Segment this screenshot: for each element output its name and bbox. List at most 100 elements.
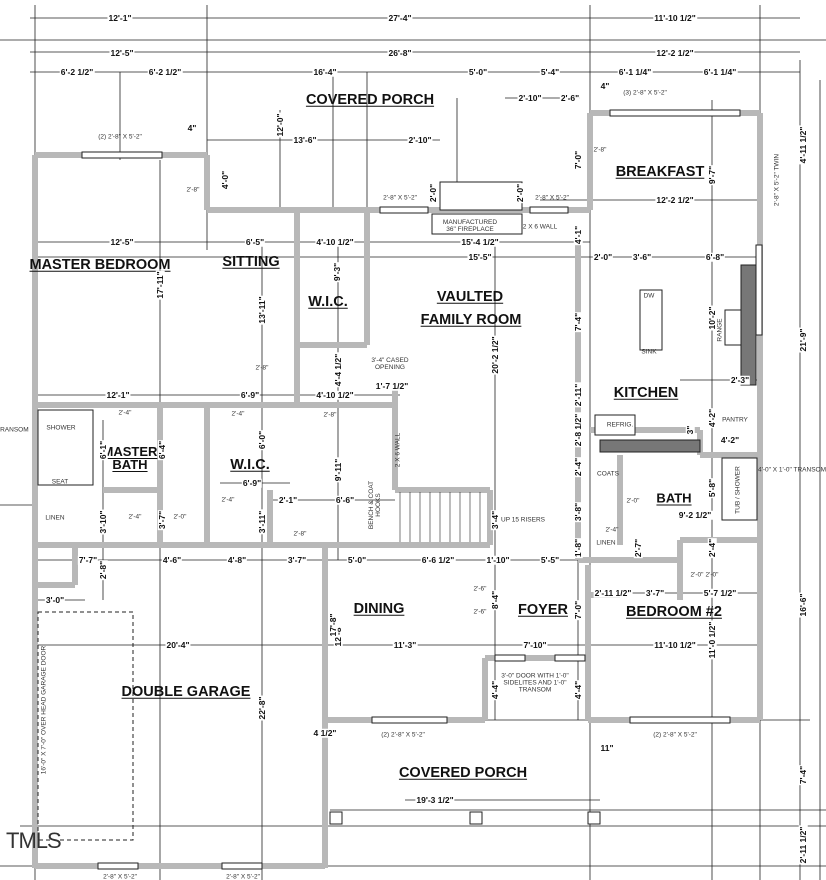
- dimension-label: 2'-1": [277, 494, 299, 505]
- room-wic-upper: W.I.C.: [308, 293, 348, 310]
- dimension-label: 5'-7 1/2": [702, 587, 738, 598]
- dimension-label: 7'-7": [77, 554, 99, 565]
- dimension-label: 3'-7": [156, 509, 167, 531]
- dimension-label: 2'-0": [514, 182, 525, 204]
- dimension-label: 2'-8": [97, 559, 108, 581]
- porch-post: [469, 811, 483, 825]
- dimension-label: 4'-2": [706, 407, 717, 429]
- annotation-note: SINK: [641, 348, 657, 356]
- annotation-note: LINEN: [596, 539, 616, 547]
- window: [494, 654, 526, 662]
- dimension-label: 4": [186, 122, 198, 133]
- room-bedroom-2: BEDROOM #2: [626, 603, 722, 620]
- dimension-label: 21'-9": [797, 327, 808, 353]
- dimension-label: 2'-4": [572, 456, 583, 478]
- window: [529, 206, 569, 214]
- dimension-label: 1'-7 1/2": [374, 380, 410, 391]
- dimension-label: 3'-11": [256, 509, 267, 535]
- dimension-label: 10'-2": [706, 305, 717, 331]
- fireplace-hearth: [431, 213, 523, 235]
- dimension-label: 2'-11": [572, 382, 583, 408]
- dimension-label: 5'-0": [346, 554, 368, 565]
- dimension-label: 2'-4": [706, 537, 717, 559]
- dimension-label: 4'-10 1/2": [315, 236, 355, 247]
- dimension-label: 4'-8": [226, 554, 248, 565]
- dimension-label: 2'-0": [592, 251, 614, 262]
- dimension-label: 12'-1": [105, 389, 131, 400]
- dimension-label: 16'-4": [312, 66, 338, 77]
- annotation-note: 2 X 6 WALL: [522, 223, 558, 231]
- room-foyer: FOYER: [518, 601, 568, 618]
- dimension-label: 15'-4 1/2": [460, 236, 500, 247]
- room-master-bedroom-line1: MASTER BEDROOM: [29, 256, 171, 273]
- dimension-label: 9'-7": [706, 164, 717, 186]
- room-wic-lower: W.I.C.: [230, 456, 270, 473]
- dimension-label: 3'-7": [644, 587, 666, 598]
- dimension-label: 4'-11 1/2": [797, 125, 808, 165]
- dimension-label: 27'-4": [387, 12, 413, 23]
- dimension-label: 15'-5": [467, 251, 493, 262]
- dimension-label: 5'-4": [539, 66, 561, 77]
- annotation-note: 2'-8" X 5'-2" TWIN: [773, 153, 781, 207]
- shower: [37, 409, 94, 486]
- dimension-label: 7'-4": [572, 311, 583, 333]
- dimension-label: 12'-1": [107, 12, 133, 23]
- dimension-label: 5'-8": [706, 477, 717, 499]
- dimension-label: 2'-6": [559, 92, 581, 103]
- annotation-note: 2'-6": [473, 585, 487, 593]
- window: [609, 109, 741, 117]
- dimension-label: 2'-10": [517, 92, 543, 103]
- dimension-label: 8'-4": [489, 589, 500, 611]
- dimension-label: 2'-0": [427, 182, 438, 204]
- sink: [639, 289, 663, 351]
- annotation-note: 2'-8": [186, 186, 200, 194]
- dimension-label: 3'-8": [572, 501, 583, 523]
- dimension-label: 11'-10 1/2": [653, 639, 697, 650]
- annotation-note: 2'-8" X 5'-2": [535, 194, 569, 202]
- window: [371, 716, 448, 724]
- dimension-label: 4'-10 1/2": [315, 389, 355, 400]
- dimension-label: 9'-11": [332, 457, 343, 483]
- dimension-label: 2'-10": [407, 134, 433, 145]
- window: [379, 206, 429, 214]
- watermark-logo: TMLS: [6, 828, 62, 853]
- window: [629, 716, 731, 724]
- room-family-line2: FAMILY ROOM: [420, 311, 522, 328]
- annotation-note: LINEN: [45, 514, 65, 522]
- annotation-note: SEAT: [51, 478, 69, 486]
- dimension-label: 7'-4": [797, 764, 808, 786]
- dimension-label: 17'-11": [154, 270, 165, 300]
- annotation-note: BENCH & COAT HOOKS: [367, 480, 382, 530]
- annotation-note: SHOWER: [46, 424, 76, 432]
- dimension-label: 11'-10 1/2": [653, 12, 697, 23]
- annotation-note: COATS: [597, 470, 619, 478]
- annotation-note: 2'-4": [231, 410, 245, 418]
- annotation-note: 2'-0": [173, 513, 187, 521]
- dimension-label: 6'-4": [156, 439, 167, 461]
- dimension-label: 12'-2 1/2": [655, 194, 695, 205]
- dimension-label: 3'-0": [44, 594, 66, 605]
- dimension-label: 13'-11": [256, 295, 267, 325]
- dimension-label: 4'-6": [161, 554, 183, 565]
- room-covered-porch-rear: COVERED PORCH: [305, 91, 435, 108]
- dimension-label: 3'-7": [286, 554, 308, 565]
- dimension-label: 6'-9": [241, 477, 263, 488]
- dimension-label: 5'-0": [467, 66, 489, 77]
- dimension-label: 3'-6": [631, 251, 653, 262]
- window: [221, 862, 263, 870]
- annotation-note: 2'-8": [323, 411, 337, 419]
- annotation-note: 2'-8" X 5'-2": [226, 873, 260, 880]
- annotation-note: 2'-8": [593, 146, 607, 154]
- annotation-note: 2'-4": [118, 409, 132, 417]
- dimension-label: 6'-6 1/2": [420, 554, 456, 565]
- dimension-label: 2'-11 1/2": [797, 825, 808, 865]
- dimension-label: 12'-2 1/2": [655, 47, 695, 58]
- annotation-note: 16'-0" X 7'-0" OVER HEAD GARAGE DOOR: [40, 645, 48, 775]
- dimension-label: 6'-1 1/4": [702, 66, 738, 77]
- dimension-label: 1'-8": [572, 537, 583, 559]
- dimension-label: 6'-9": [239, 389, 261, 400]
- dimension-label: 2'-8 1/2": [572, 412, 583, 448]
- dimension-label: 6'-8": [704, 251, 726, 262]
- room-kitchen: KITCHEN: [613, 384, 679, 401]
